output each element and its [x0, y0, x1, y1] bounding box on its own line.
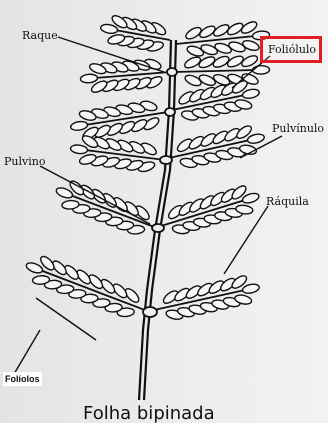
terminal-leaflet [242, 283, 260, 295]
leaflet-group [25, 13, 270, 320]
label-raquila: Ráquila [266, 196, 309, 208]
terminal-leaflet [70, 120, 88, 131]
rachilla-line [174, 70, 255, 72]
label-raque: Raque [22, 30, 58, 42]
figure-caption: Folha bipinada [83, 403, 215, 423]
label-foliolos: Folíolos [3, 372, 42, 386]
label-pulvinulo: Pulvínulo [272, 123, 324, 135]
terminal-leaflet [252, 65, 269, 74]
terminal-leaflet [247, 133, 265, 145]
terminal-leaflet [100, 23, 118, 34]
terminal-leaflet [80, 74, 98, 84]
label-pulvino: Pulvino [4, 156, 45, 168]
label-foliolulo: Foliólulo [268, 43, 316, 56]
leaflet-foliolulo [32, 275, 50, 285]
rachis-stem [139, 40, 176, 400]
terminal-leaflet [70, 144, 88, 154]
terminal-leaflet [25, 261, 44, 275]
terminal-leaflet [242, 88, 260, 100]
label-foliolulo-highlighted: Foliólulo [260, 36, 322, 63]
